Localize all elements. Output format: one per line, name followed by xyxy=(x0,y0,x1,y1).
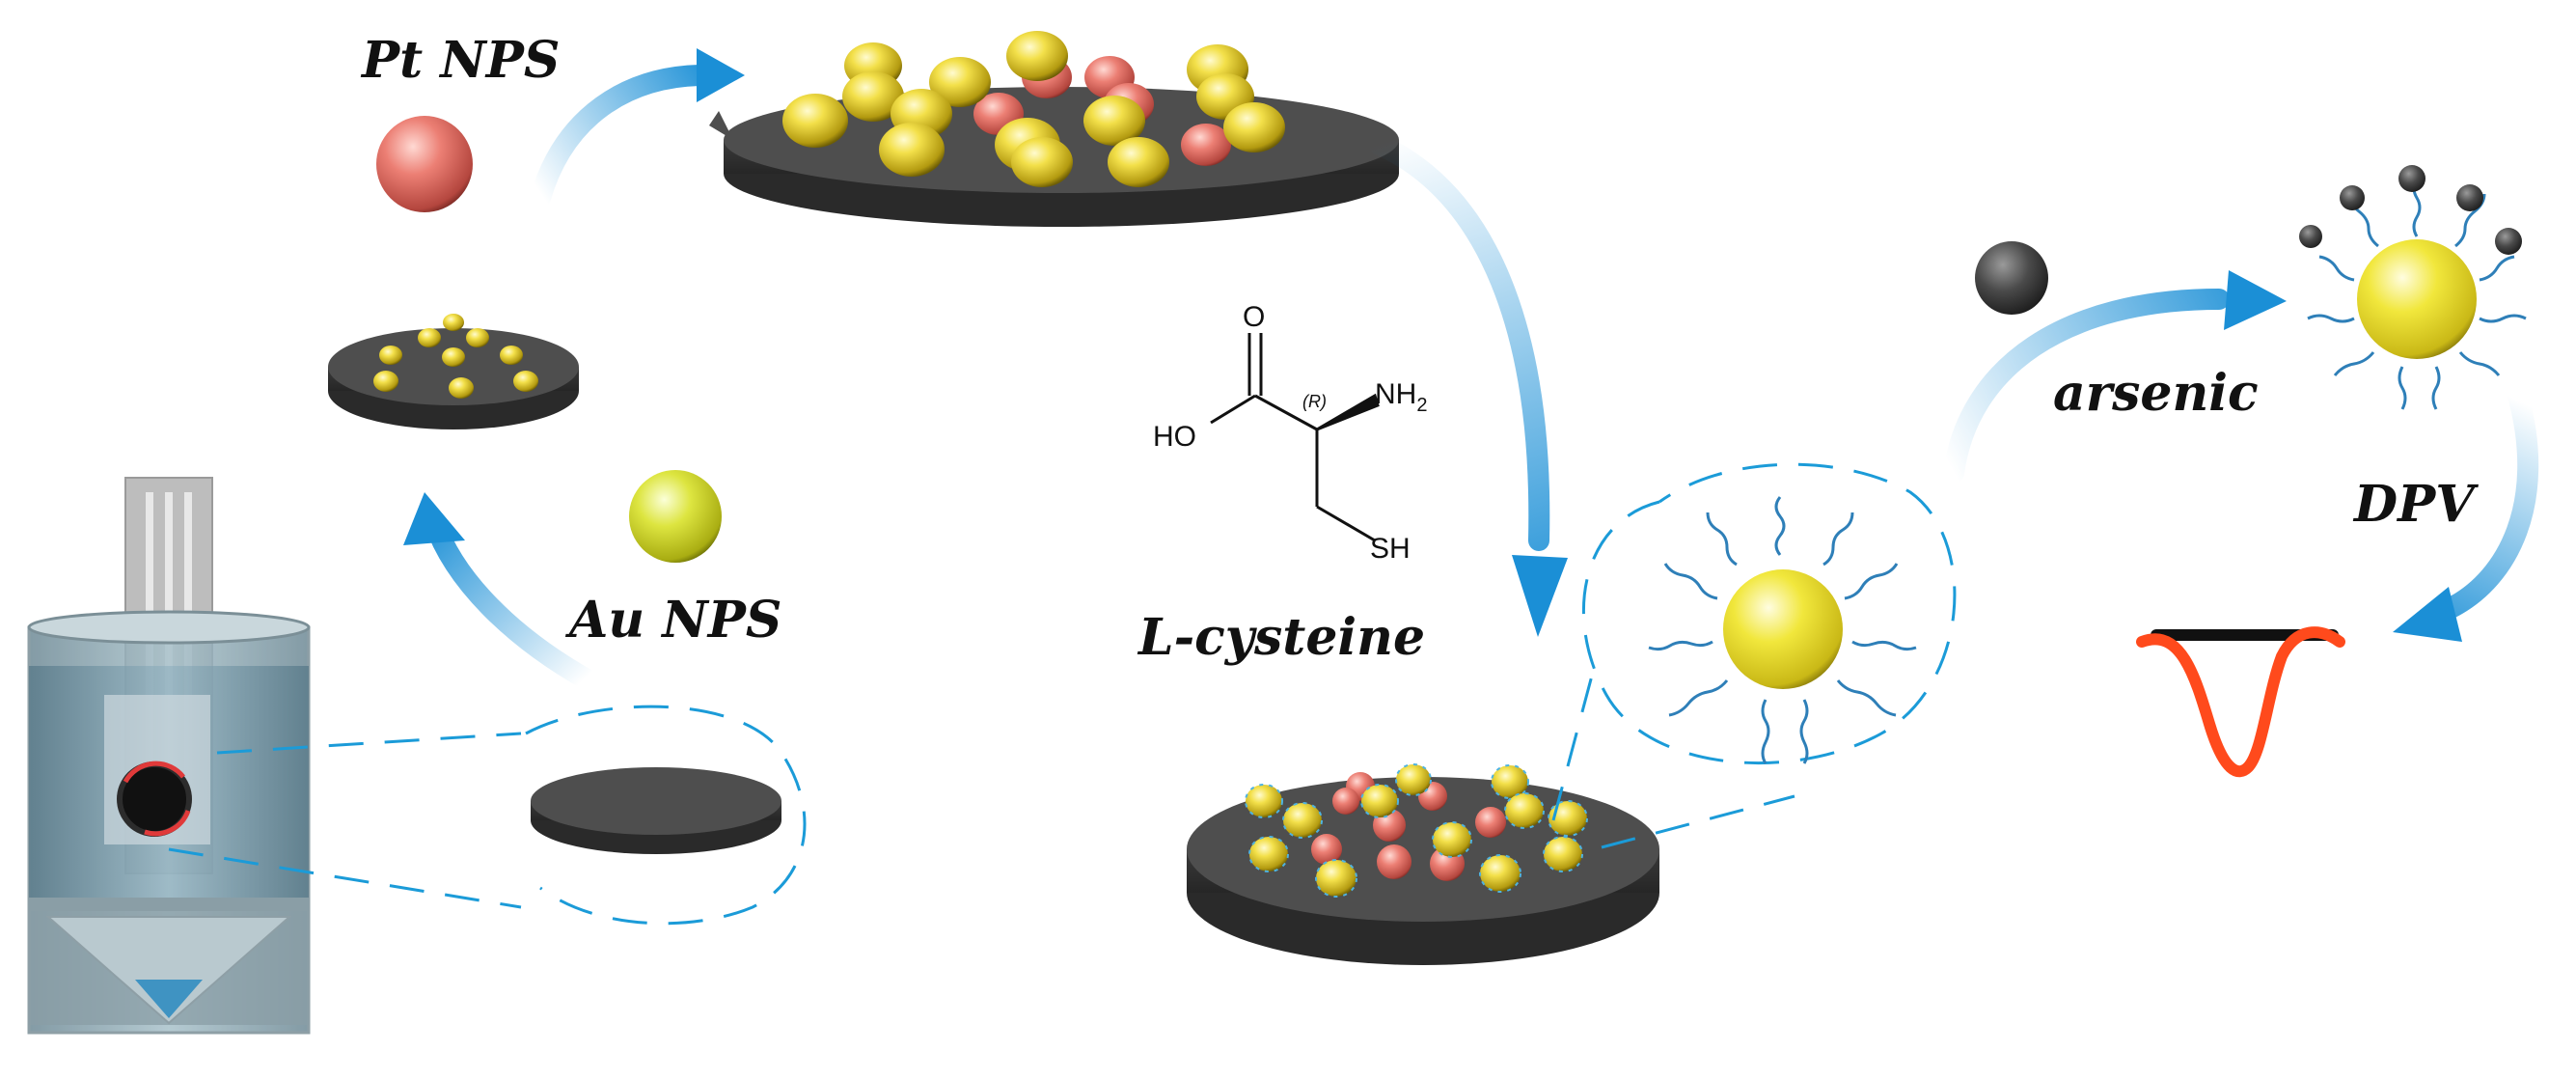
arrow-arsenic-binding xyxy=(1943,289,2230,484)
small-au-dots xyxy=(373,314,538,399)
electrochemical-cell xyxy=(27,477,311,1035)
thiol-group: SH xyxy=(1370,533,1411,565)
ligand-chains xyxy=(1648,496,1917,764)
arrow-dpv-readout xyxy=(2440,385,2539,619)
pt-nps-label: Pt NPS xyxy=(360,31,560,90)
bound-arsenic-particles xyxy=(2299,165,2522,255)
arrow-cysteine-assembly xyxy=(1369,134,1550,551)
au-particles-functionalized xyxy=(1245,763,1588,898)
functionalized-disk xyxy=(1187,763,1659,965)
au-nps-label: Au NPS xyxy=(564,591,781,650)
bare-electrode-disk xyxy=(531,767,781,854)
oxygen-atom: O xyxy=(1243,301,1265,333)
arrow-au-deposition xyxy=(424,511,599,691)
au-domes xyxy=(782,31,1285,187)
zoom-lines-cell xyxy=(168,705,807,926)
arsenic-bound-au xyxy=(2299,165,2527,410)
amine-subscript: 2 xyxy=(1416,395,1427,416)
pt-particles-functionalized xyxy=(1311,772,1506,881)
au-modified-disk xyxy=(328,314,579,429)
stereo-descriptor: (R) xyxy=(1302,392,1327,411)
l-cysteine-structure xyxy=(1210,333,1380,542)
bound-ligand-chains xyxy=(2307,178,2527,410)
dpv-label: DPV xyxy=(2352,475,2479,534)
arrow-pt-deposition xyxy=(530,65,710,208)
amine-group: NH2 xyxy=(1375,378,1427,416)
arsenic-label: arsenic xyxy=(2053,364,2259,423)
amine-text: NH xyxy=(1375,378,1416,410)
aupt-modified-disk xyxy=(709,31,1399,227)
l-cysteine-label: L-cysteine xyxy=(1137,608,1425,667)
ligand-capped-au xyxy=(1648,496,1917,764)
dpv-signal-curve xyxy=(2136,626,2345,778)
zoom-lines-particle xyxy=(1551,462,1957,849)
hydroxyl-group: HO xyxy=(1153,421,1196,453)
arsenic-particle xyxy=(1975,241,2048,315)
pt-nanoparticle xyxy=(376,116,473,212)
au-nanoparticle xyxy=(629,470,722,563)
